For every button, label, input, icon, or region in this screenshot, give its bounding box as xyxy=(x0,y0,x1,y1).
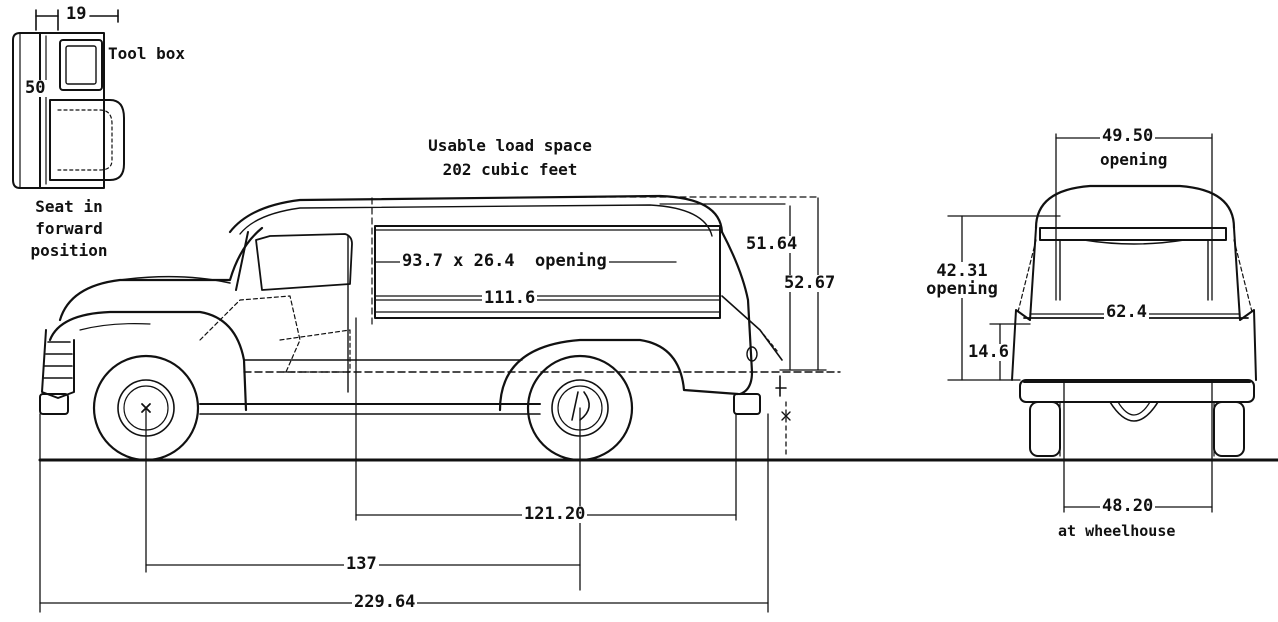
rear-view-dimensions xyxy=(948,134,1240,512)
rear-opening-height-caption: opening xyxy=(926,279,998,299)
side-view-truck xyxy=(40,196,1278,460)
tool-box-label: Tool box xyxy=(108,44,186,63)
side-opening-label: 93.7 x 26.4 opening xyxy=(400,251,609,271)
load-space-title-line-1: Usable load space xyxy=(428,136,592,155)
seat-caption: Seat in forward position xyxy=(14,196,124,262)
seat-caption-line-3: position xyxy=(30,241,108,260)
rear-floor-height-label: 14.6 xyxy=(966,342,1011,362)
rear-wheelhouse-width-label: 48.20 xyxy=(1100,496,1156,516)
rear-wheelhouse-label: at wheelhouse xyxy=(1058,522,1176,540)
interior-height-label: 51.64 xyxy=(744,234,800,254)
seat-caption-line-2: forward xyxy=(35,219,103,238)
wheelbase-label: 137 xyxy=(344,554,379,574)
rear-top-opening-label: opening xyxy=(1100,150,1168,169)
floor-length-label: 111.6 xyxy=(482,288,538,308)
tool-box-inset xyxy=(13,10,124,188)
rear-opening-height-value: 42.31 xyxy=(936,261,988,281)
overall-height-label: 52.67 xyxy=(782,273,838,293)
rear-top-opening-width-label: 49.50 xyxy=(1100,126,1156,146)
tool-box-width-label: 19 xyxy=(64,4,89,24)
seat-caption-line-1: Seat in xyxy=(35,197,103,216)
load-space-title-line-2: 202 cubic feet xyxy=(442,160,578,179)
rear-opening-height-label: 42.31 opening xyxy=(918,262,1006,298)
load-space-title: Usable load space 202 cubic feet xyxy=(380,134,640,182)
tool-box-height-label: 50 xyxy=(23,78,48,98)
rear-view-truck xyxy=(1012,186,1256,456)
load-floor-length-label: 121.20 xyxy=(522,504,588,524)
rear-interior-width-label: 62.4 xyxy=(1104,302,1149,322)
overall-length-label: 229.64 xyxy=(352,592,418,612)
